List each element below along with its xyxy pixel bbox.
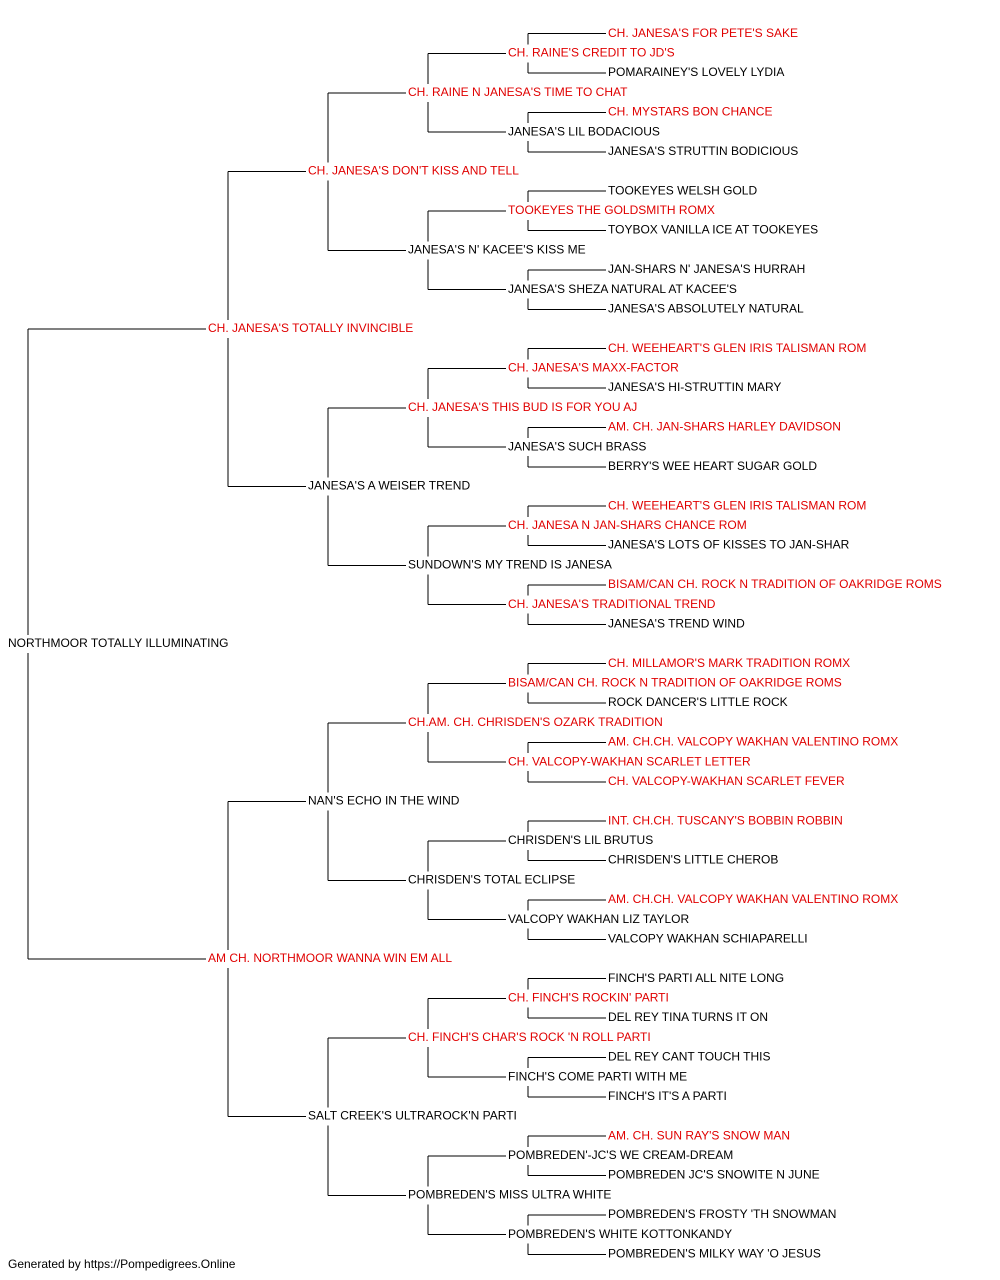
sire-name-gen5: CH. MYSTARS BON CHANCE <box>608 105 772 119</box>
dam-name-gen4: JANESA'S SUCH BRASS <box>508 439 646 453</box>
sire-name-gen3: CH. FINCH'S CHAR'S ROCK 'N ROLL PARTI <box>408 1030 651 1044</box>
sire-name-gen5: AM. CH.CH. VALCOPY WAKHAN VALENTINO ROMX <box>608 892 898 906</box>
sire-name-gen4: CH. RAINE'S CREDIT TO JD'S <box>508 46 675 60</box>
sire-name-gen2: CH. JANESA'S DON'T KISS AND TELL <box>308 164 519 178</box>
sire-name-gen4: TOOKEYES THE GOLDSMITH ROMX <box>508 203 715 217</box>
sire-name-gen3: CH.AM. CH. CHRISDEN'S OZARK TRADITION <box>408 715 663 729</box>
dam-name-gen5: BERRY'S WEE HEART SUGAR GOLD <box>608 459 817 473</box>
dam-name-gen3: SUNDOWN'S MY TREND IS JANESA <box>408 557 612 571</box>
subject-name: NORTHMOOR TOTALLY ILLUMINATING <box>8 636 228 650</box>
sire-name-gen5: CH. WEEHEART'S GLEN IRIS TALISMAN ROM <box>608 498 866 512</box>
sire-name-gen5: AM. CH. JAN-SHARS HARLEY DAVIDSON <box>608 420 841 434</box>
dam-name-gen5: TOYBOX VANILLA ICE AT TOOKEYES <box>608 223 818 237</box>
dam-name-gen3: CHRISDEN'S TOTAL ECLIPSE <box>408 872 575 886</box>
dam-name-gen5: JANESA'S STRUTTIN BODICIOUS <box>608 144 798 158</box>
sire-name-gen5: CH. MILLAMOR'S MARK TRADITION ROMX <box>608 656 850 670</box>
dam-name-gen4: JANESA'S SHEZA NATURAL AT KACEE'S <box>508 282 737 296</box>
sire-name-gen5: BISAM/CAN CH. ROCK N TRADITION OF OAKRID… <box>608 577 942 591</box>
dam-name-gen4: VALCOPY WAKHAN LIZ TAYLOR <box>508 912 689 926</box>
dam-name-gen5: CHRISDEN'S LITTLE CHEROB <box>608 853 778 867</box>
dam-name-gen5: JANESA'S TREND WIND <box>608 616 745 630</box>
sire-name-gen5: INT. CH.CH. TUSCANY'S BOBBIN ROBBIN <box>608 813 843 827</box>
sire-name-gen5: AM. CH. SUN RAY'S SNOW MAN <box>608 1128 790 1142</box>
dam-name-gen5: JANESA'S LOTS OF KISSES TO JAN-SHAR <box>608 538 850 552</box>
dam-name-gen3: POMBREDEN'S MISS ULTRA WHITE <box>408 1187 611 1201</box>
footer-credit: Generated by https://Pompedigrees.Online <box>8 1257 236 1271</box>
sire-name-gen4: BISAM/CAN CH. ROCK N TRADITION OF OAKRID… <box>508 676 842 690</box>
sire-name-gen1: CH. JANESA'S TOTALLY INVINCIBLE <box>208 321 413 335</box>
sire-name-gen5: TOOKEYES WELSH GOLD <box>608 183 757 197</box>
dam-name-gen5: POMBREDEN JC'S SNOWITE N JUNE <box>608 1168 820 1182</box>
sire-name-gen5: DEL REY CANT TOUCH THIS <box>608 1050 771 1064</box>
sire-name-gen4: CH. FINCH'S ROCKIN' PARTI <box>508 991 669 1005</box>
dam-name-gen2: JANESA'S A WEISER TREND <box>308 479 470 493</box>
sire-name-gen5: JAN-SHARS N' JANESA'S HURRAH <box>608 262 805 276</box>
sire-name-gen5: CH. WEEHEART'S GLEN IRIS TALISMAN ROM <box>608 341 866 355</box>
dam-name-gen4: POMBREDEN'S WHITE KOTTONKANDY <box>508 1227 732 1241</box>
dam-name-gen3: JANESA'S N' KACEE'S KISS ME <box>408 242 586 256</box>
dam-name-gen5: JANESA'S HI-STRUTTIN MARY <box>608 380 781 394</box>
dam-name-gen2: SALT CREEK'S ULTRAROCK'N PARTI <box>308 1109 517 1123</box>
sire-name-gen2: NAN'S ECHO IN THE WIND <box>308 794 460 808</box>
sire-name-gen4: CH. JANESA'S MAXX-FACTOR <box>508 361 679 375</box>
sire-name-gen3: CH. JANESA'S THIS BUD IS FOR YOU AJ <box>408 400 637 414</box>
dam-name-gen5: POMARAINEY'S LOVELY LYDIA <box>608 65 784 79</box>
sire-name-gen5: FINCH'S PARTI ALL NITE LONG <box>608 971 784 985</box>
sire-name-gen3: CH. RAINE N JANESA'S TIME TO CHAT <box>408 85 628 99</box>
dam-name-gen4: JANESA'S LIL BODACIOUS <box>508 124 660 138</box>
sire-name-gen4: POMBREDEN'-JC'S WE CREAM-DREAM <box>508 1148 733 1162</box>
dam-name-gen5: POMBREDEN'S MILKY WAY 'O JESUS <box>608 1246 821 1260</box>
sire-name-gen4: CH. JANESA N JAN-SHARS CHANCE ROM <box>508 518 747 532</box>
sire-name-gen5: POMBREDEN'S FROSTY 'TH SNOWMAN <box>608 1207 836 1221</box>
dam-name-gen4: FINCH'S COME PARTI WITH ME <box>508 1069 687 1083</box>
dam-name-gen4: CH. JANESA'S TRADITIONAL TREND <box>508 597 716 611</box>
sire-name-gen4: CHRISDEN'S LIL BRUTUS <box>508 833 653 847</box>
dam-name-gen5: ROCK DANCER'S LITTLE ROCK <box>608 695 788 709</box>
dam-name-gen5: CH. VALCOPY-WAKHAN SCARLET FEVER <box>608 774 845 788</box>
dam-name-gen4: CH. VALCOPY-WAKHAN SCARLET LETTER <box>508 754 751 768</box>
dam-name-gen5: VALCOPY WAKHAN SCHIAPARELLI <box>608 931 808 945</box>
sire-name-gen5: CH. JANESA'S FOR PETE'S SAKE <box>608 26 798 40</box>
dam-name-gen5: FINCH'S IT'S A PARTI <box>608 1089 727 1103</box>
dam-name-gen5: JANESA'S ABSOLUTELY NATURAL <box>608 301 804 315</box>
sire-name-gen5: AM. CH.CH. VALCOPY WAKHAN VALENTINO ROMX <box>608 735 898 749</box>
dam-name-gen5: DEL REY TINA TURNS IT ON <box>608 1010 768 1024</box>
dam-name-gen1: AM CH. NORTHMOOR WANNA WIN EM ALL <box>208 951 452 965</box>
